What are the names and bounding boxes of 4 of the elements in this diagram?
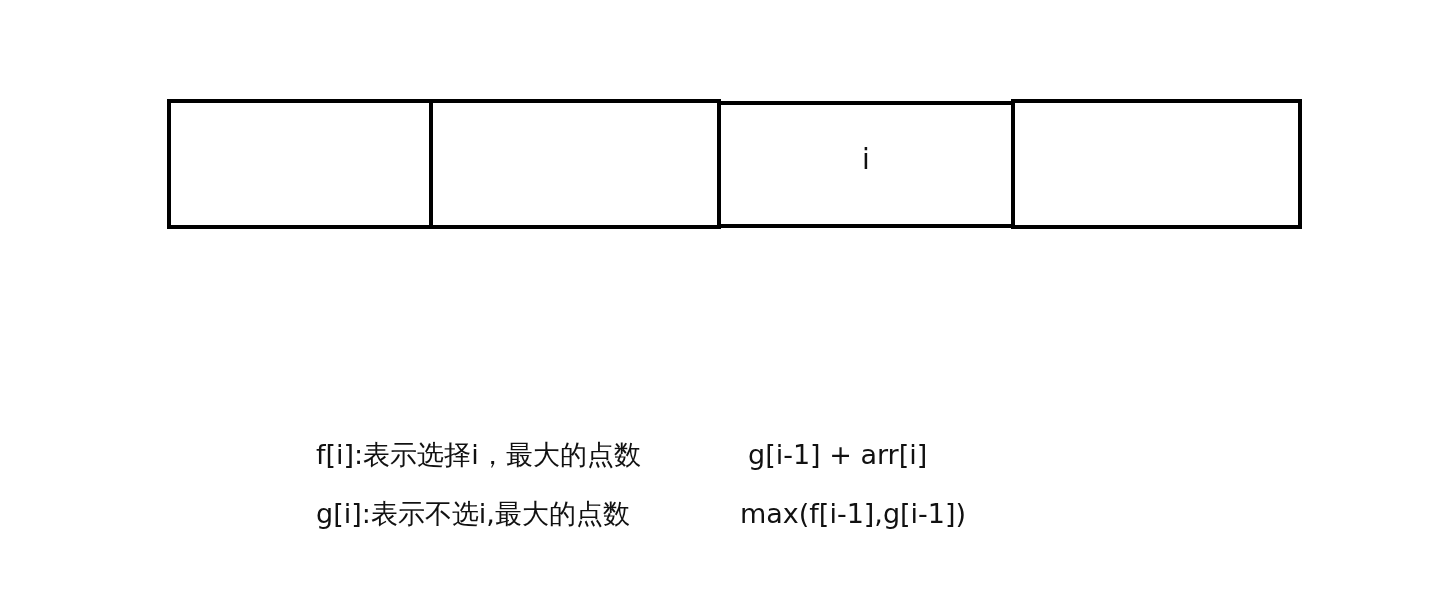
definition-text: g[i]:表示不选i,最大的点数	[316, 500, 630, 527]
formula-text: g[i-1] + arr[i]	[748, 441, 928, 468]
definition-text: f[i]:表示选择i，最大的点数	[316, 441, 641, 468]
formula-text: max(f[i-1],g[i-1])	[740, 500, 967, 527]
